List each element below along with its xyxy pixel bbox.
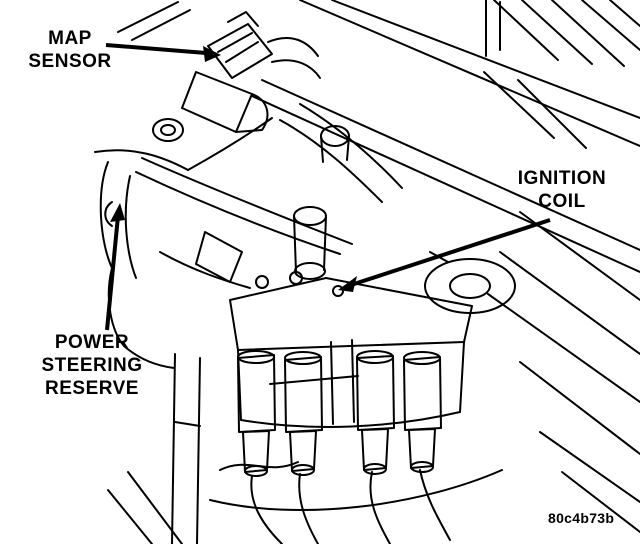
- ignition-coil-arrow: [338, 218, 551, 292]
- figure-code: 80c4b73b: [548, 510, 615, 526]
- map-sensor-label-line2: SENSOR: [28, 51, 112, 72]
- power-steering-label-line1: POWER: [54, 332, 130, 353]
- map-sensor-label: MAP SENSOR: [12, 27, 128, 73]
- ignition-coil-label-line2: COIL: [538, 191, 586, 212]
- power-steering-label-line2: STEERING: [41, 355, 143, 376]
- power-steering-reserve-label: POWER STEERING RESERVE: [28, 331, 156, 400]
- power-steering-label-line3: RESERVE: [45, 378, 139, 399]
- engine-line-art: [94, 0, 640, 544]
- ignition-coil-label: IGNITION COIL: [496, 167, 628, 213]
- map-sensor-arrow: [105, 43, 221, 62]
- power-steering-arrow: [105, 203, 125, 331]
- map-sensor-label-line1: MAP: [48, 28, 92, 49]
- ignition-coil-label-line1: IGNITION: [517, 168, 607, 189]
